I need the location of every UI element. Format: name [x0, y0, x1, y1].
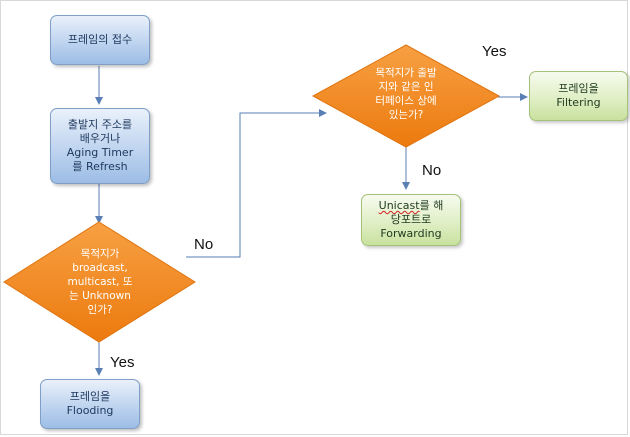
decision2-text: 목적지가 출발 지와 같은 인 터페이스 상에 있는가? [375, 67, 437, 121]
decision1-yes-label: Yes [110, 354, 135, 371]
unicast-forwarding-box: Unicast를 해 당포트로 Forwarding [361, 194, 461, 246]
flooding-box: 프레임을 Flooding [40, 379, 140, 429]
receive-frame-text: 프레임의 접수 [67, 33, 133, 46]
decision2-yes-label: Yes [482, 43, 507, 60]
connector-decision1-to-decision2 [186, 109, 327, 258]
unicast-forwarding-text: Unicast를 해 당포트로 Forwarding [379, 199, 444, 241]
decision1-text: 목적지가 broadcast, multicast, 또 는 Unknown 인… [67, 248, 133, 316]
unicast-rest: 를 해 당포트로 Forwarding [380, 199, 444, 240]
learn-address-box: 출발지 주소를 배우거나 Aging Timer 를 Refresh [50, 108, 150, 184]
filtering-box: 프레임을 Filtering [529, 71, 628, 121]
filtering-text: 프레임을 Filtering [556, 82, 601, 109]
decision2-no-label: No [422, 162, 442, 179]
receive-frame-box: 프레임의 접수 [50, 15, 150, 65]
flooding-text: 프레임을 Flooding [66, 390, 114, 417]
decision-diamond-1 [3, 221, 196, 343]
decision-diamond-2 [311, 44, 501, 148]
learn-address-text: 출발지 주소를 배우거나 Aging Timer 를 Refresh [66, 118, 134, 173]
decision1-no-label: No [194, 236, 214, 253]
unicast-word: Unicast [378, 199, 420, 212]
